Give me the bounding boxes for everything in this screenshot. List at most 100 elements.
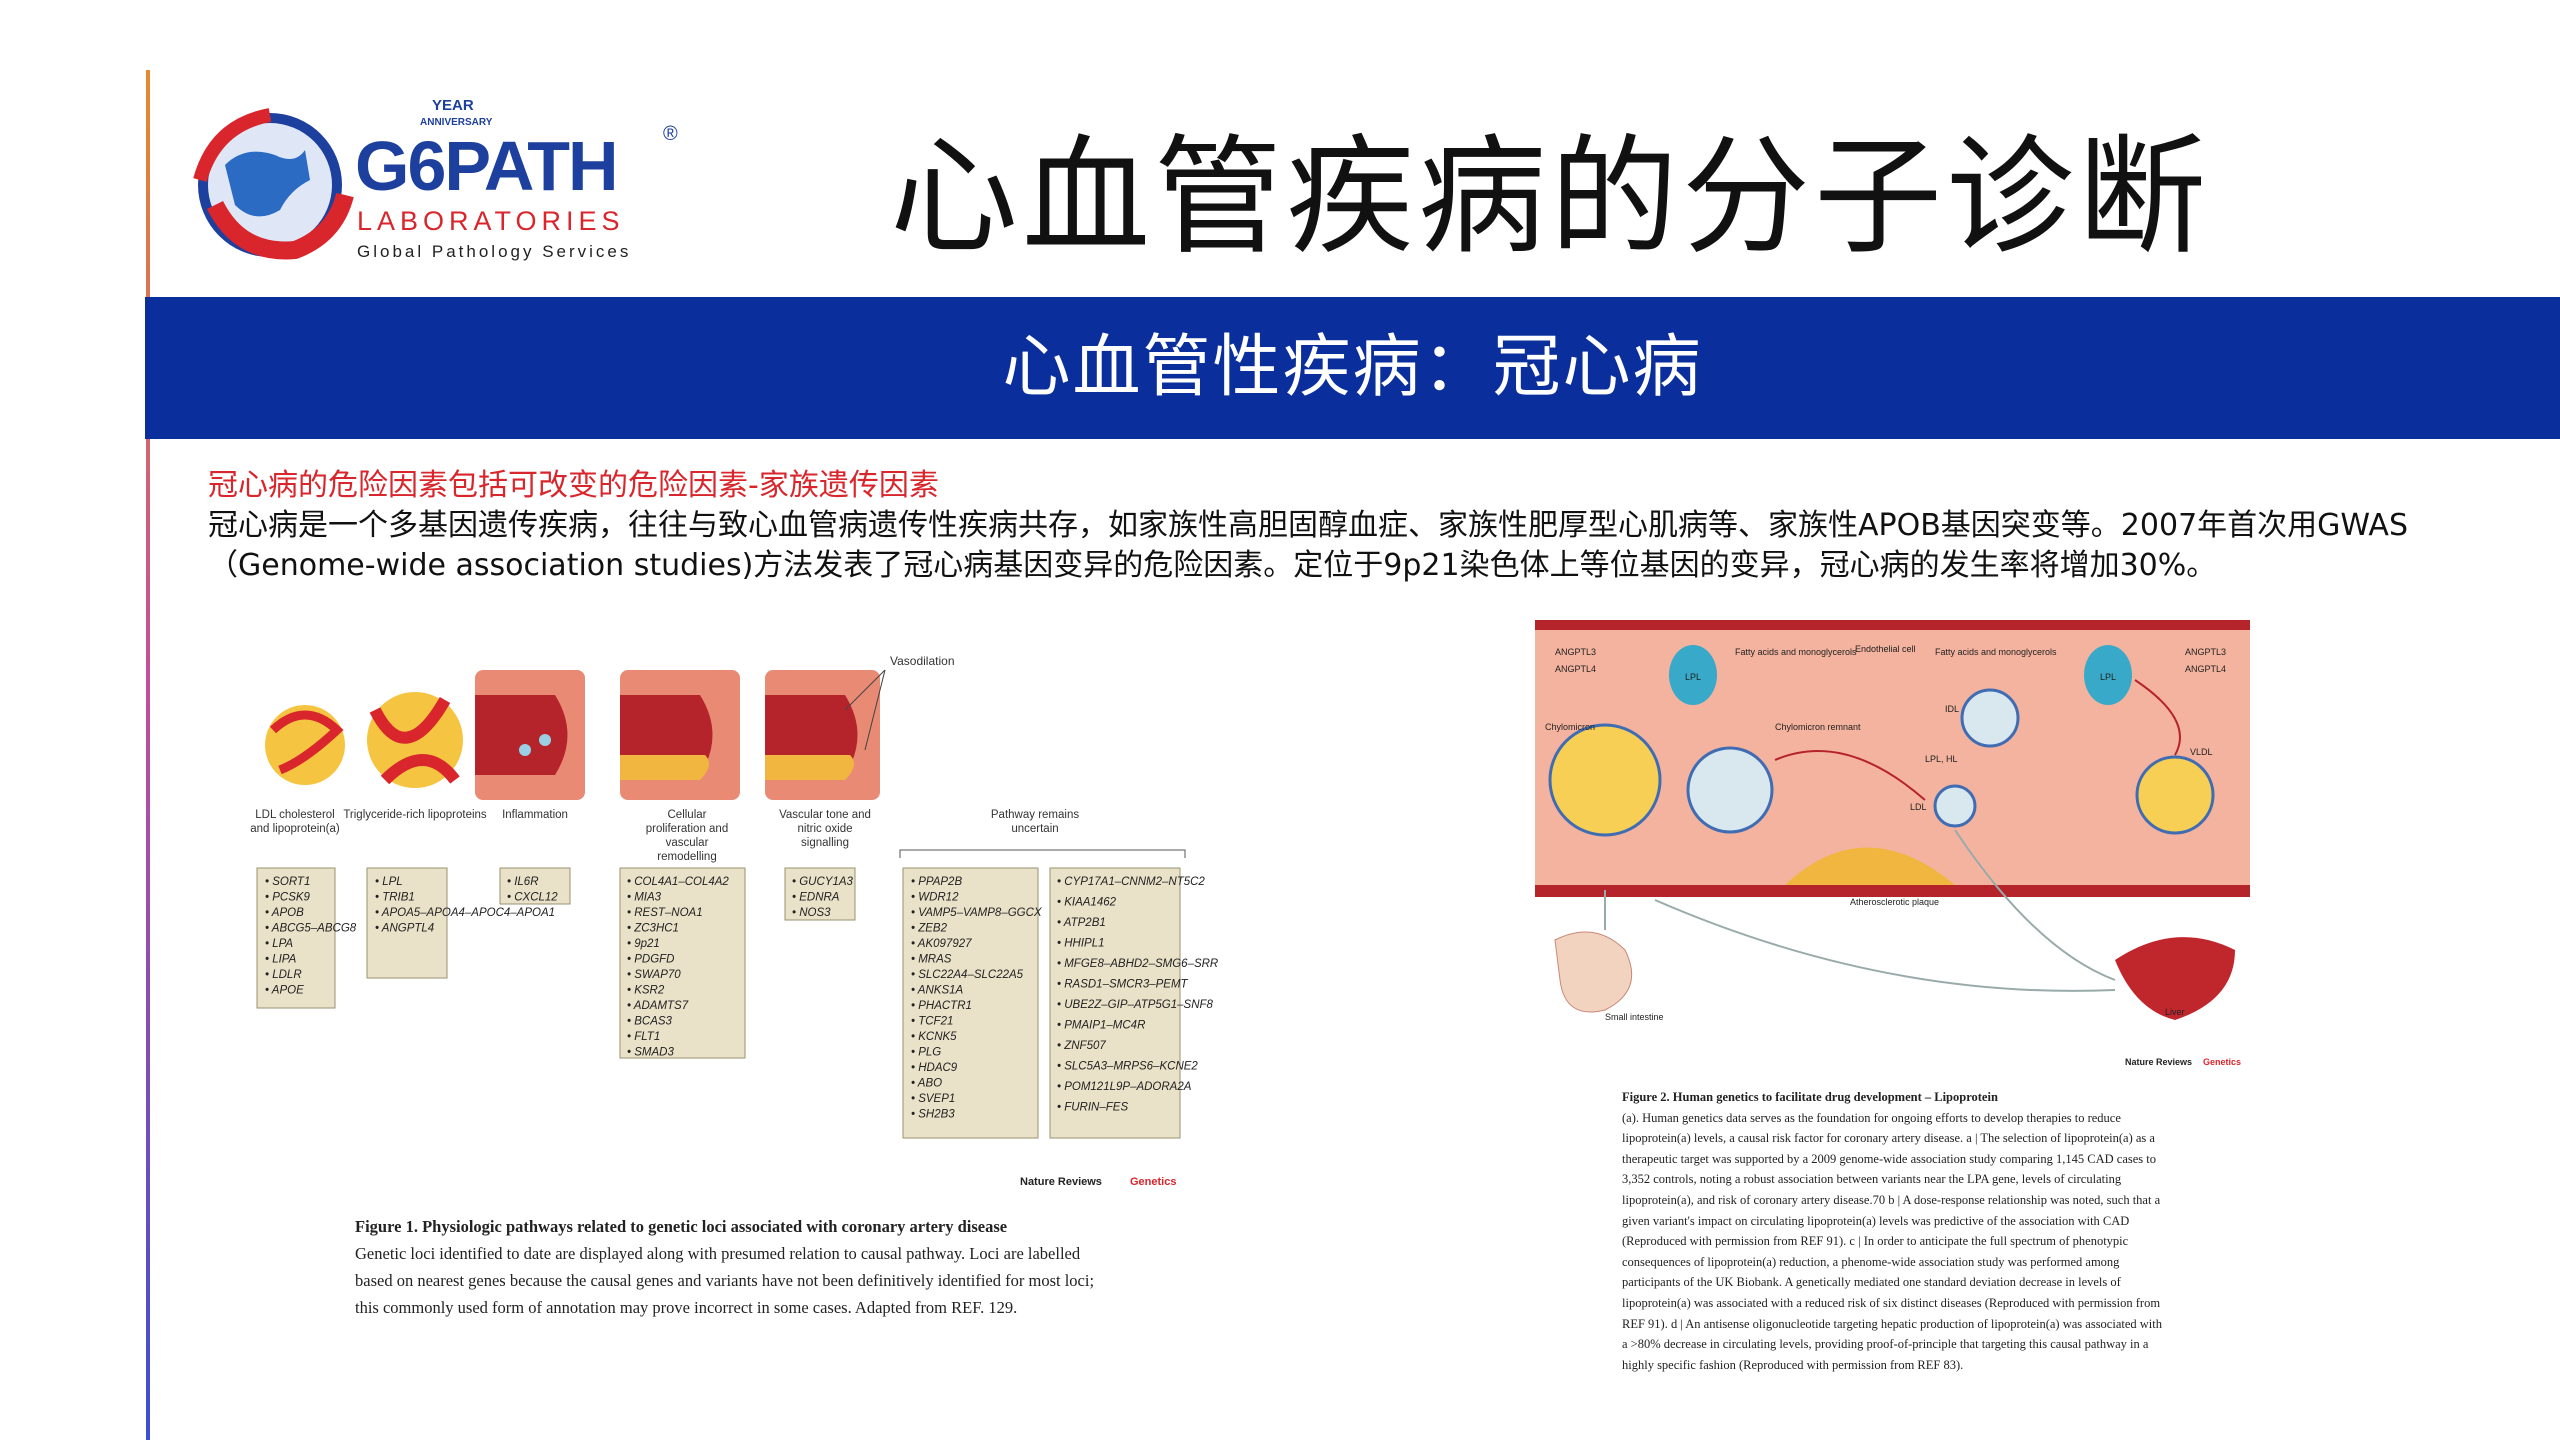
gene-label: • SMAD3: [627, 1047, 674, 1059]
figure-1-caption-body: Genetic loci identified to date are disp…: [355, 1244, 1095, 1317]
gopath-logo: YEAR ANNIVERSARY G6PATH ® LABORATORIES G…: [185, 85, 685, 285]
gene-label: • SLC5A3–MRPS6–KCNE2: [1057, 1061, 1198, 1073]
logo-laboratories: LABORATORIES: [357, 206, 625, 236]
gene-label: • HDAC9: [911, 1062, 958, 1074]
figure2-source: Nature Reviews: [2125, 1057, 2192, 1067]
gene-label: • VAMP5–VAMP8–GGCX: [911, 907, 1043, 919]
chylomicron-particle: [1548, 723, 1662, 837]
gene-label: • LDLR: [265, 969, 302, 981]
gene-label: • GUCY1A3: [792, 876, 854, 888]
gene-label: • HHIPL1: [1057, 938, 1105, 950]
gene-label: • REST–NOA1: [627, 907, 703, 919]
label-angptl3: ANGPTL3: [1555, 647, 1596, 657]
gene-label: • LIPA: [265, 954, 297, 966]
gene-label: • KCNK5: [911, 1031, 957, 1043]
gene-label: • MRAS: [911, 954, 952, 966]
label-lpl-left: LPL: [1685, 672, 1701, 682]
logo-anniversary-text: ANNIVERSARY: [420, 117, 493, 128]
gene-label: • POM121L9P–ADORA2A: [1057, 1081, 1192, 1093]
label-chylomicron: Chylomicron: [1545, 722, 1595, 732]
gene-label: • APOA5–APOA4–APOC4–APOA1: [375, 907, 555, 919]
gene-label: • SORT1: [265, 876, 310, 888]
gene-label: • COL4A1–COL4A2: [627, 876, 729, 888]
label-angptl3-right: ANGPTL3: [2185, 647, 2226, 657]
label-angptl4-right: ANGPTL4: [2185, 664, 2226, 674]
gene-label: • WDR12: [911, 892, 959, 904]
subtitle-text: 心血管性疾病：冠心病: [1002, 328, 1703, 407]
gene-label: • EDNRA: [792, 892, 840, 904]
gene-label: • ANKS1A: [911, 985, 964, 997]
logo-tagline: Global Pathology Services: [357, 242, 631, 261]
intro-paragraph: 冠心病是一个多基因遗传疾病，往往与致心血管病遗传性疾病共存，如家族性高胆固醇血症…: [208, 508, 2408, 583]
gene-label: • LPA: [265, 938, 293, 950]
gene-label: • APOB: [265, 907, 304, 919]
label-lpl-right: LPL: [2100, 672, 2116, 682]
label-ldl: LDL: [1910, 802, 1927, 812]
gene-label: • NOS3: [792, 907, 831, 919]
gene-label: • PDGFD: [627, 954, 674, 966]
logo-year-text: YEAR: [432, 97, 474, 114]
label-liver: Liver: [2165, 1007, 2185, 1017]
logo-name: G6PATH: [355, 127, 617, 205]
vldl-particle: [2135, 755, 2215, 835]
label-endothelial: Endothelial cell: [1855, 644, 1916, 654]
logo-registered: ®: [663, 123, 678, 145]
ldl-particle-icon: [265, 705, 345, 785]
label-small-intestine: Small intestine: [1605, 1012, 1664, 1022]
artery-inflammation-icon: [475, 670, 585, 800]
gene-label: • ANGPTL4: [375, 923, 434, 935]
gene-label: • SVEP1: [911, 1093, 955, 1105]
label-plaque: Atherosclerotic plaque: [1850, 897, 1939, 907]
triglyceride-particle-icon: [367, 692, 463, 788]
gene-label: • PHACTR1: [911, 1000, 972, 1012]
gene-label: • FURIN–FES: [1057, 1102, 1128, 1114]
risk-factor-heading: 冠心病的危险因素包括可改变的危险因素-家族遗传因素: [208, 468, 939, 503]
ldl-particle: [1933, 784, 1977, 828]
gene-label: • LPL: [375, 876, 403, 888]
figure-2-caption-body: (a). Human genetics data serves as the f…: [1622, 1110, 2162, 1372]
label-idl: IDL: [1945, 704, 1959, 714]
gene-label: • KSR2: [627, 985, 665, 997]
subtitle-banner: 心血管性疾病：冠心病: [145, 297, 2560, 439]
gene-label: • RASD1–SMCR3–PEMT: [1057, 979, 1189, 991]
gene-label: • ADAMTS7: [627, 1000, 689, 1012]
gene-label: • TRIB1: [375, 892, 415, 904]
chylomicron-remnant-particle: [1686, 746, 1774, 834]
figure-1-caption: Figure 1. Physiologic pathways related t…: [355, 1213, 1115, 1321]
vasodilation-label: Vasodilation: [890, 654, 955, 668]
gene-label: • ABCG5–ABCG8: [265, 923, 357, 935]
liver-icon: [2115, 937, 2235, 1020]
figure2-source-accent: Genetics: [2203, 1057, 2241, 1067]
lpl-enzyme-right: [2084, 645, 2132, 705]
gene-label: • 9p21: [627, 938, 660, 950]
gene-label: • SH2B3: [911, 1109, 955, 1121]
gene-label: • PCSK9: [265, 892, 311, 904]
label-angptl4: ANGPTL4: [1555, 664, 1596, 674]
gene-label: • FLT1: [627, 1031, 660, 1043]
lpl-enzyme-left: [1669, 645, 1717, 705]
gene-label: • UBE2Z–GIP–ATP5G1–SNF8: [1057, 999, 1214, 1011]
gene-label: • SLC22A4–SLC22A5: [911, 969, 1024, 981]
gene-label: • MFGE8–ABHD2–SMG6–SRR: [1057, 958, 1218, 970]
gene-label: • PMAIP1–MC4R: [1057, 1020, 1145, 1032]
gene-label: • PPAP2B: [911, 876, 962, 888]
label-chylomicron-remnant: Chylomicron remnant: [1775, 722, 1861, 732]
page-title: 心血管疾病的分子诊断: [889, 123, 2210, 272]
gene-label: • APOE: [265, 985, 304, 997]
gene-label: • ZNF507: [1057, 1040, 1106, 1052]
figure-2-lipoprotein-diagram: ANGPTL3 ANGPTL4 LPL Fatty acids and mono…: [1535, 620, 2250, 1075]
gene-label: • BCAS3: [627, 1016, 673, 1028]
accent-line: [146, 70, 150, 1440]
label-lpl-hl: LPL, HL: [1925, 754, 1958, 764]
gene-label: • ATP2B1: [1057, 917, 1106, 929]
figure-2-caption: Figure 2. Human genetics to facilitate d…: [1622, 1087, 2167, 1375]
gene-label: • AK097927: [911, 938, 972, 950]
intro-text-block: 冠心病的危险因素包括可改变的危险因素-家族遗传因素 冠心病是一个多基因遗传疾病，…: [208, 466, 2508, 586]
artery-remodelling-icon: [620, 670, 740, 800]
gene-label: • ZC3HC1: [627, 923, 679, 935]
figure-2-caption-title: Figure 2. Human genetics to facilitate d…: [1622, 1090, 1998, 1104]
